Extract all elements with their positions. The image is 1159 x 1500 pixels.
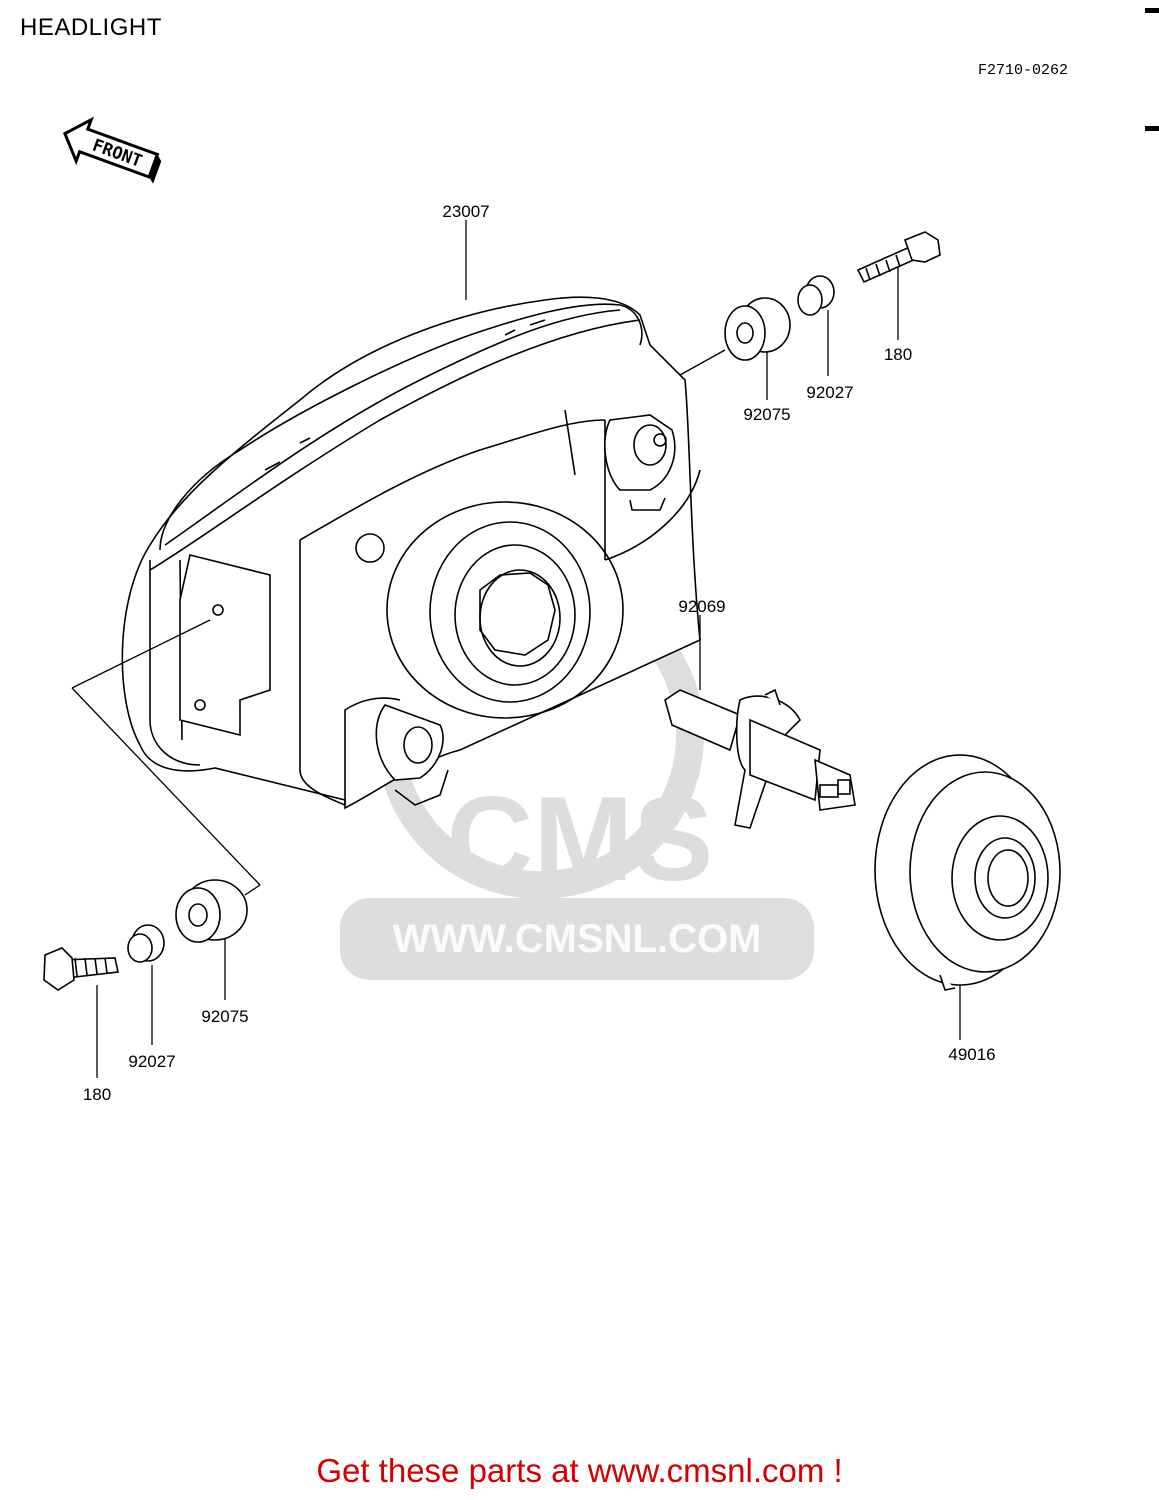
- part-number-label: 92027: [806, 383, 853, 402]
- part-labels: 23007 92075 92027 180 92069 49016 92075 …: [83, 202, 996, 1104]
- part-number-label: 49016: [948, 1045, 995, 1064]
- part-number-label: 23007: [442, 202, 489, 221]
- figure-code: F2710-0262: [978, 62, 1069, 79]
- bulb: [664, 688, 856, 829]
- part-number-label: 180: [884, 345, 912, 364]
- edge-mark: [1145, 126, 1159, 131]
- collar-top: [797, 275, 835, 316]
- front-arrow-icon: FRONT: [62, 116, 162, 184]
- collar-bottom: [127, 924, 165, 963]
- footer-link-text[interactable]: Get these parts at www.cmsnl.com !: [316, 1452, 843, 1489]
- dust-cover: [874, 754, 1061, 991]
- grommet-bottom: [175, 879, 248, 943]
- part-number-label: 92069: [678, 597, 725, 616]
- watermark-url: WWW.CMSNL.COM: [393, 917, 762, 961]
- part-number-label: 92075: [201, 1007, 248, 1026]
- part-number-label: 180: [83, 1085, 111, 1104]
- grommet-top: [724, 297, 791, 361]
- bolt-bottom: [43, 947, 119, 991]
- page-title: HEADLIGHT: [20, 14, 162, 41]
- part-number-label: 92027: [128, 1052, 175, 1071]
- watermark-brand: CMS: [447, 772, 714, 906]
- part-number-label: 92075: [743, 405, 790, 424]
- edge-mark: [1145, 8, 1159, 13]
- bolt-top: [856, 231, 941, 284]
- headlight-housing: [121, 296, 701, 810]
- leader-lines: [71, 220, 961, 1078]
